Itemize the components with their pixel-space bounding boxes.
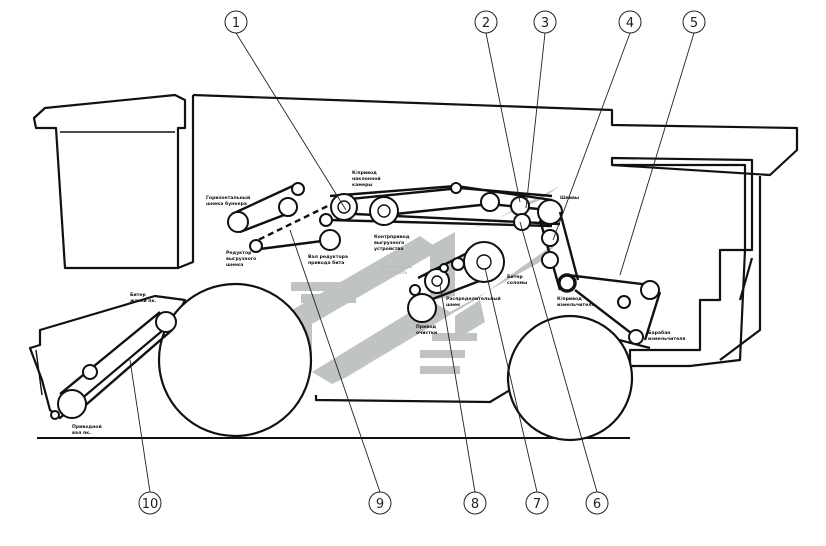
svg-text:10: 10: [142, 497, 159, 512]
svg-text:9: 9: [376, 497, 384, 512]
rear-frame: [719, 176, 762, 361]
label-header-shaft: Приводной вал пк.: [72, 423, 103, 436]
chopper-mid: [617, 295, 631, 309]
label-countershaft-bottom: Вал редуктора привода бита: [308, 254, 350, 266]
svg-text:2: 2: [482, 16, 490, 31]
feeder-beater-pulley: [155, 311, 177, 333]
cleaning-drive-pulley: [407, 293, 437, 323]
callout-1: 1: [224, 10, 347, 211]
callout-7: 7: [484, 267, 549, 515]
callout-6: 6: [519, 221, 609, 515]
feeder-small: [50, 410, 60, 420]
callout-5: 5: [619, 10, 706, 276]
label-engine-pulley: Шкивы: [560, 195, 579, 201]
top-idler-1: [450, 182, 462, 194]
svg-text:6: 6: [593, 497, 601, 512]
auger-reducer-pulley: [249, 239, 263, 253]
unload-countershaft-inner: [377, 204, 391, 218]
straw-hood: [612, 163, 747, 368]
callout-8: 8: [439, 284, 487, 515]
chamber-drive-inner: [337, 200, 351, 214]
label-straw-beater: Битер соломы: [507, 274, 527, 286]
body-left-wall: [177, 95, 195, 270]
front-wheel: [157, 282, 313, 438]
label-header-beater: Битер жатки пк.: [130, 292, 157, 304]
small-pulley-mid: [439, 263, 449, 273]
cabin-outline: [32, 93, 187, 270]
svg-text:1: 1: [232, 16, 240, 31]
countershaft-pulley: [319, 229, 341, 251]
auger-idler-1: [278, 197, 298, 217]
label-chamber-drive: К/привод наклонной камеры: [352, 170, 382, 188]
svg-text:4: 4: [626, 16, 634, 31]
svg-text:8: 8: [471, 497, 479, 512]
engine-pulley: [537, 199, 563, 225]
label-cleaning-drive: Привод очистки: [416, 324, 438, 336]
distributor-small: [451, 257, 465, 271]
label-unload-countershaft: Контрпривод выгрузного устройства: [374, 234, 411, 252]
label-chopper-drum: Барабан измельчителя: [648, 329, 686, 342]
top-idler-2: [480, 192, 500, 212]
gearbox-pulley: [424, 268, 450, 294]
chopper-idler: [640, 280, 660, 300]
label-horizontal-auger: Горизонтальный шнека бункера: [206, 194, 252, 207]
label-straw-chopper-drive: К/привод измельчителя: [557, 296, 595, 308]
countershaft-small: [319, 213, 333, 227]
right-idler-1: [541, 229, 559, 247]
feeder-idler: [82, 364, 98, 380]
horizontal-auger-pulley: [227, 211, 249, 233]
straw-beater-pulley: [463, 241, 505, 283]
svg-text:3: 3: [541, 16, 549, 31]
label-auger-reducer: Редуктор выгрузного шнека: [226, 250, 258, 268]
straw-chopper-drive-pulley: [557, 273, 577, 293]
header-shaft-pulley: [57, 389, 87, 419]
label-distributor-auger: Распределительный шнек: [446, 295, 502, 308]
straw-beater-inner: [476, 254, 492, 270]
rear-wheel: [506, 314, 634, 442]
label-beater-housing: Ускоритель вымолота: [381, 264, 414, 276]
callout-2: 2: [474, 10, 521, 203]
feeder-inner: [35, 349, 43, 396]
unload-countershaft-pulley: [369, 196, 399, 226]
callout-3: 3: [525, 10, 557, 209]
gearbox-inner: [431, 275, 443, 287]
chopper-drum-pulley: [628, 329, 644, 345]
auger-idler-2: [291, 182, 305, 196]
body-outline: [192, 93, 799, 372]
right-idler-2: [541, 251, 559, 269]
svg-text:5: 5: [690, 16, 698, 31]
callout-10: 10: [129, 359, 162, 515]
callout-4: 4: [552, 10, 642, 241]
cleaning-small: [409, 284, 421, 296]
callout-9: 9: [289, 229, 392, 515]
svg-text:7: 7: [533, 497, 541, 512]
